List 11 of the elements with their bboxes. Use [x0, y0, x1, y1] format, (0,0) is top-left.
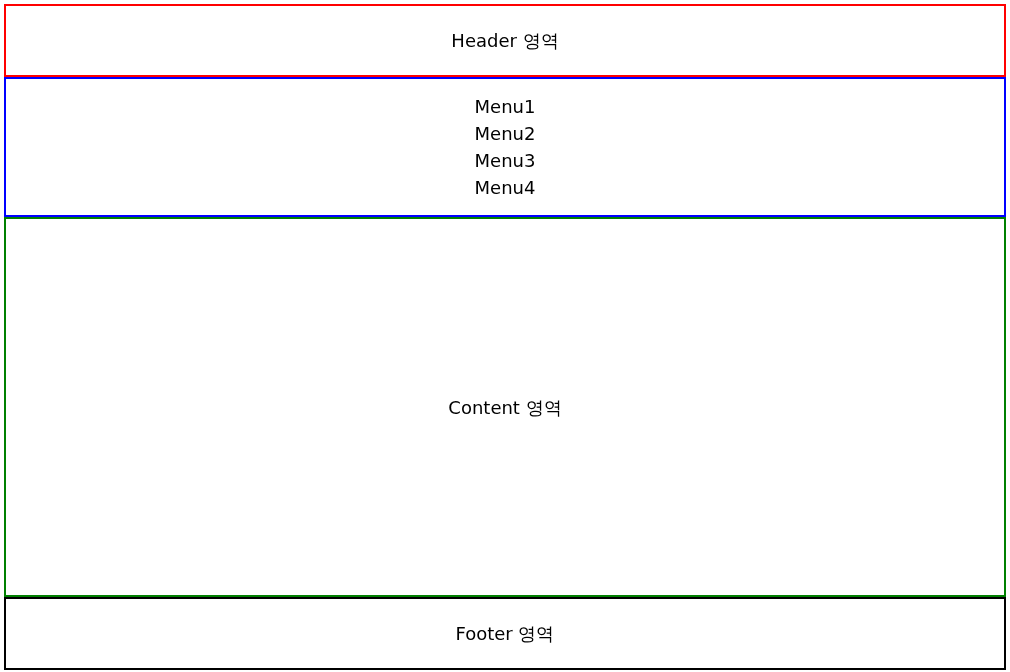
menu-item: Menu3	[474, 149, 536, 173]
header-region	[4, 4, 1006, 77]
region-label: Footer 영역	[455, 622, 555, 646]
menu-region	[4, 77, 1006, 217]
menu-item: Menu1	[474, 95, 536, 119]
footer-region	[4, 597, 1006, 670]
content-region	[4, 217, 1006, 597]
region-label: Header 영역	[451, 29, 559, 53]
menu-item: Menu2	[474, 122, 536, 146]
region-label: Content 영역	[448, 395, 562, 420]
menu-item: Menu4	[474, 176, 536, 200]
